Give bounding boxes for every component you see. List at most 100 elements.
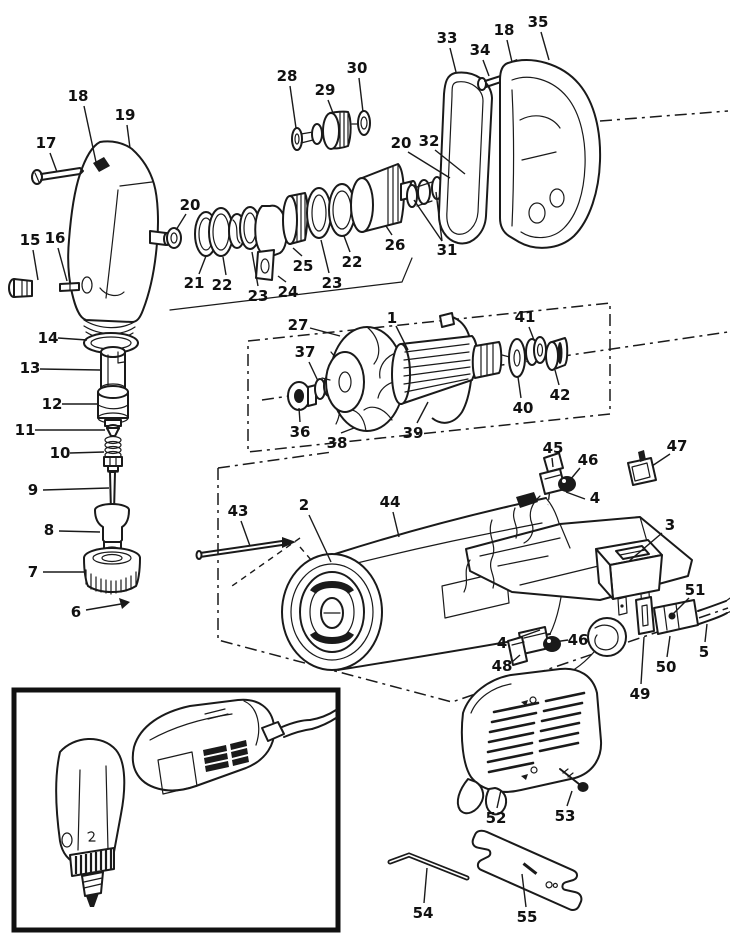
callout-leader-6 — [85, 603, 122, 611]
callout-leader-25 — [292, 247, 303, 257]
callout-19: 19 — [115, 106, 136, 124]
callout-leader-28 — [289, 85, 297, 129]
part-46-brush-cap-top — [539, 468, 576, 495]
part-15-button — [8, 278, 33, 298]
callout-9: 9 — [28, 481, 38, 499]
callout-leader-19 — [126, 124, 131, 149]
callout-leader-16 — [57, 247, 68, 282]
callout-leader-38 — [340, 427, 355, 434]
callout-34: 34 — [470, 41, 491, 59]
callout-leader-20 — [407, 151, 451, 179]
part-handle-frame — [463, 450, 730, 681]
part-34-screw — [477, 72, 511, 91]
callout-49: 49 — [630, 685, 651, 703]
part-armature-group — [287, 312, 569, 432]
callout-17: 17 — [36, 134, 57, 152]
part-2-field — [299, 571, 365, 653]
callout-42: 42 — [550, 386, 571, 404]
part-40-washer — [508, 338, 526, 378]
part-49-clamp — [635, 596, 655, 635]
part-ring-stack — [166, 163, 479, 281]
callout-31: 31 — [437, 241, 458, 259]
callout-leader-39 — [416, 401, 429, 424]
callout-leader-18 — [506, 39, 513, 63]
callout-leader-29 — [327, 99, 334, 114]
callout-25: 25 — [293, 257, 314, 275]
callout-leader-1 — [395, 325, 409, 351]
callout-leader-45 — [551, 457, 554, 468]
part-50-sleeve — [653, 599, 699, 635]
part-24-bracket — [254, 204, 288, 258]
part-36-bearing — [287, 381, 317, 411]
inset-tool-drawing — [55, 698, 337, 907]
callout-leader-30 — [358, 77, 364, 113]
callout-23: 23 — [248, 287, 269, 305]
callout-11: 11 — [15, 421, 36, 439]
callout-leader-18 — [83, 105, 97, 163]
part-51-screw — [668, 612, 676, 620]
part-lower-column — [83, 332, 141, 609]
callout-8: 8 — [44, 521, 54, 539]
callout-leader-44 — [392, 511, 400, 538]
callout-14: 14 — [38, 329, 59, 347]
callout-leader-13 — [39, 368, 101, 371]
callout-46: 46 — [568, 631, 589, 649]
callout-leader-47 — [651, 453, 671, 467]
callout-37: 37 — [295, 343, 316, 361]
callout-12: 12 — [42, 395, 63, 413]
part-35-gear-case-cover — [499, 59, 602, 249]
callout-10: 10 — [50, 444, 71, 462]
callout-32: 32 — [419, 132, 440, 150]
callout-33: 33 — [437, 29, 458, 47]
callout-leader-9 — [42, 487, 110, 491]
callout-23: 23 — [322, 274, 343, 292]
callout-30: 30 — [347, 59, 368, 77]
part-11-cone — [106, 424, 120, 437]
callout-leader-4 — [565, 491, 586, 500]
callout-leader-15 — [32, 249, 39, 281]
callout-41: 41 — [515, 308, 536, 326]
part-53-screw — [559, 768, 589, 792]
callout-45: 45 — [543, 439, 564, 457]
callout-39: 39 — [403, 424, 424, 442]
callout-leader-35 — [540, 31, 550, 61]
callout-24: 24 — [278, 283, 299, 301]
callout-leader-37 — [308, 361, 319, 382]
callout-52: 52 — [486, 809, 507, 827]
part-33-gasket — [437, 71, 493, 245]
callout-48: 48 — [492, 657, 513, 675]
callout-leader-50 — [666, 635, 671, 658]
callout-55: 55 — [517, 908, 538, 926]
callout-16: 16 — [45, 229, 66, 247]
callout-5: 5 — [699, 643, 709, 661]
callout-leader-22 — [222, 256, 227, 276]
callout-18: 18 — [68, 87, 89, 105]
callout-21: 21 — [184, 274, 205, 292]
callout-leader-46 — [553, 639, 569, 643]
callout-22: 22 — [342, 253, 363, 271]
pin-hole — [81, 276, 93, 294]
callout-leader-51 — [670, 597, 690, 617]
callout-leader-4 — [511, 629, 541, 641]
part-12-sleeve — [97, 385, 129, 427]
part-47-brush-cap — [627, 450, 657, 486]
callout-leader-55 — [521, 873, 527, 908]
callout-7: 7 — [28, 563, 38, 581]
callout-28: 28 — [277, 67, 298, 85]
callout-54: 54 — [413, 904, 434, 922]
callout-leader-22 — [343, 235, 351, 253]
callout-40: 40 — [513, 399, 534, 417]
part-46-brush-cap-bottom — [518, 626, 561, 655]
callout-leader-31 — [413, 199, 443, 242]
part-5-cord — [697, 600, 728, 625]
callout-50: 50 — [656, 658, 677, 676]
part-10-spring-nut — [103, 435, 123, 472]
part-52-motor-cover — [456, 667, 603, 816]
callout-leader-49 — [640, 636, 645, 685]
part-39-armature-core — [391, 335, 514, 405]
callout-leader-48 — [511, 654, 521, 663]
part-7-knurled-nut — [83, 547, 141, 595]
callout-leader-40 — [517, 376, 522, 399]
